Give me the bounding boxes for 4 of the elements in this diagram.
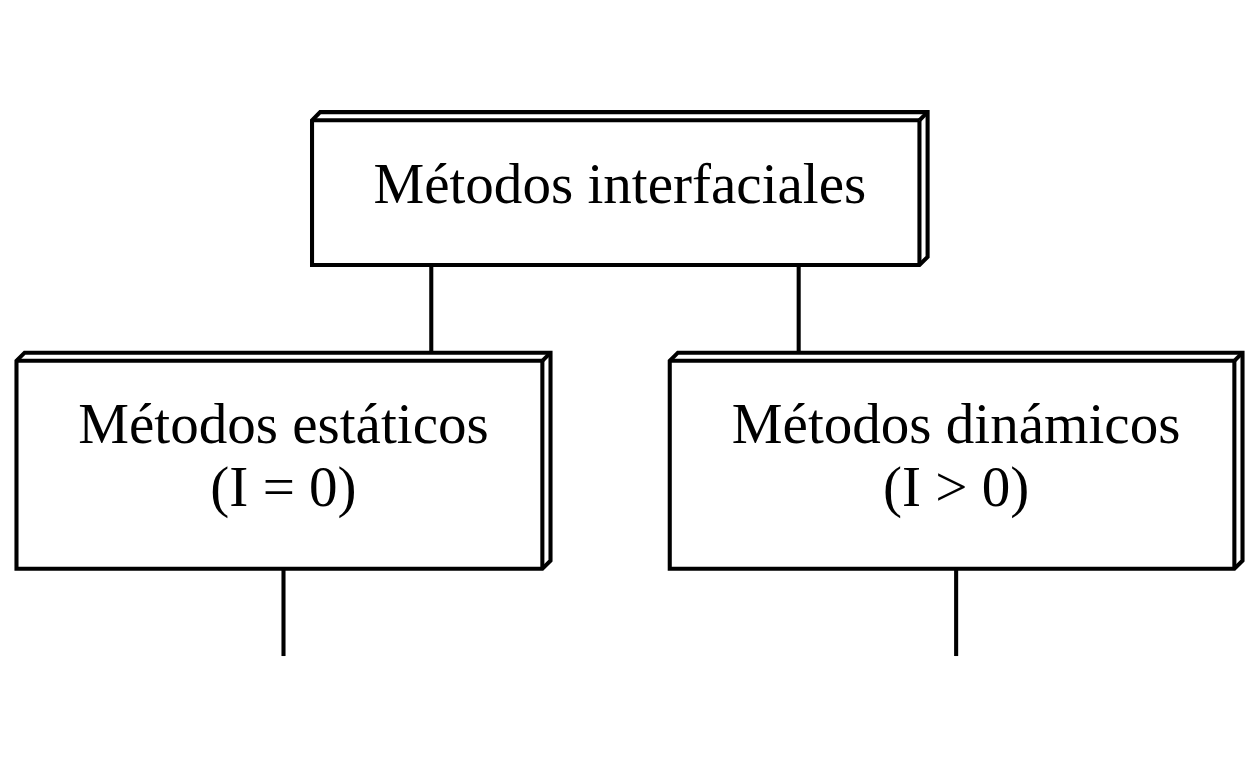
connector — [429, 265, 434, 353]
connector — [281, 569, 286, 657]
connector — [954, 569, 959, 657]
connector — [796, 265, 801, 353]
